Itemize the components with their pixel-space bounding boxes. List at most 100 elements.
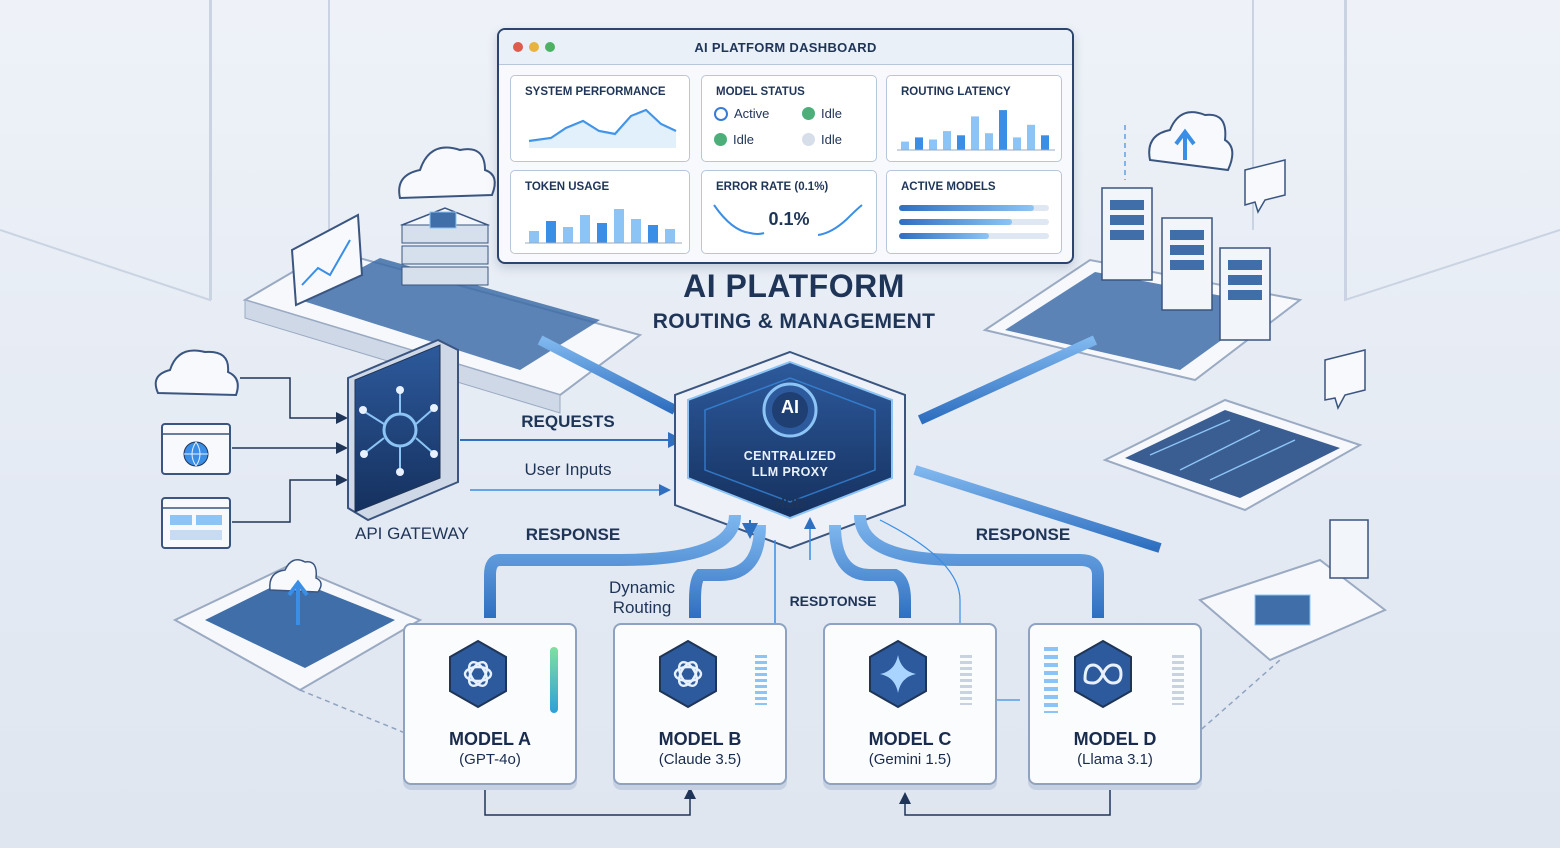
llm-proxy-hub xyxy=(674,350,906,550)
panel-title: ROUTING LATENCY xyxy=(901,86,1011,98)
minimize-dot[interactable] xyxy=(529,42,539,52)
window-controls xyxy=(513,42,555,52)
panel-title: ERROR RATE (0.1%) xyxy=(716,181,829,193)
dynamic-routing-label: Dynamic Routing xyxy=(608,578,676,617)
bar xyxy=(901,141,909,150)
maximize-dot[interactable] xyxy=(545,42,555,52)
routing-pipes xyxy=(484,514,1104,700)
bar xyxy=(943,131,951,150)
model-version: (Llama 3.1) xyxy=(1077,751,1153,768)
model-name: MODEL D xyxy=(1073,729,1157,749)
status-item: Active xyxy=(714,106,769,121)
input-arrow xyxy=(232,474,348,523)
model-card-c[interactable]: MODEL C (Gemini 1.5) xyxy=(823,623,997,785)
status-label: Active xyxy=(734,106,770,121)
level-track xyxy=(899,233,1049,239)
model-link-line xyxy=(484,787,696,816)
status-item: Idle xyxy=(802,132,842,147)
model-name: MODEL A xyxy=(448,729,531,749)
panel-active-models: ACTIVE MODELS xyxy=(886,170,1062,254)
latency-bar-chart xyxy=(897,110,1055,151)
pipe xyxy=(917,335,1098,425)
panel-title: ACTIVE MODELS xyxy=(901,181,996,193)
resptonse-label: RESDTONSE xyxy=(789,593,877,609)
status-level-bar xyxy=(550,647,558,713)
model-name: MODEL B xyxy=(658,729,742,749)
status-item: Idle xyxy=(714,132,754,147)
pipe xyxy=(537,335,678,415)
dashed-connector xyxy=(1194,659,1281,736)
user-inputs-label: User Inputs xyxy=(524,460,612,479)
panel-token-usage: TOKEN USAGE xyxy=(510,170,690,254)
bar xyxy=(971,116,979,150)
model-link-line xyxy=(899,790,1111,816)
room-wall-line xyxy=(1344,0,1560,302)
status-label: Idle xyxy=(821,106,842,121)
hub-ai-icon-text: AI xyxy=(781,397,799,417)
panel-title: SYSTEM PERFORMANCE xyxy=(525,86,666,98)
circuit-platform xyxy=(1102,398,1363,512)
model-name: MODEL C xyxy=(868,729,952,749)
meta-infinity-icon xyxy=(1074,639,1132,709)
model-card-a[interactable]: MODEL A (GPT-4o) xyxy=(403,623,577,785)
hub-label: LLM PROXY xyxy=(751,465,829,479)
api-gateway-block xyxy=(347,338,459,522)
server-rack-right xyxy=(1101,187,1271,341)
status-level-bar xyxy=(960,655,972,705)
api-gateway-label: API GATEWAY xyxy=(355,524,469,543)
status-level-bar xyxy=(1172,655,1184,705)
bar xyxy=(1027,124,1035,150)
dashboard-window: AI PLATFORM DASHBOARD SYSTEM PERFORMANCE… xyxy=(497,28,1074,264)
bar xyxy=(1041,135,1049,150)
status-level-bar xyxy=(755,655,767,705)
server-stack-left xyxy=(399,207,491,286)
bar xyxy=(665,229,675,243)
chart-panel-icon xyxy=(290,213,364,307)
performance-line-chart xyxy=(528,108,677,148)
close-dot[interactable] xyxy=(513,42,523,52)
model-card-d[interactable]: MODEL D (Llama 3.1) xyxy=(1028,623,1202,785)
input-arrow xyxy=(240,377,348,424)
status-dot-icon xyxy=(802,133,815,146)
dashed-connector xyxy=(299,689,411,736)
bar xyxy=(985,133,993,150)
status-level-bar xyxy=(1044,647,1058,713)
right-lower-platform xyxy=(1198,519,1387,662)
status-label: Idle xyxy=(733,132,754,147)
main-title: AI PLATFORM xyxy=(683,268,905,304)
panel-routing-latency: ROUTING LATENCY xyxy=(886,75,1062,162)
level-track xyxy=(899,219,1049,225)
bar xyxy=(546,221,556,243)
check-icon xyxy=(714,106,728,121)
bar xyxy=(648,225,658,243)
bar xyxy=(929,139,937,150)
bar xyxy=(631,219,641,243)
requests-pipe xyxy=(460,432,684,496)
bar xyxy=(580,215,590,243)
status-item: Idle xyxy=(802,106,842,121)
model-version: (Claude 3.5) xyxy=(658,751,742,768)
bar xyxy=(614,209,624,243)
status-label: Idle xyxy=(821,132,842,147)
openai-knot-icon xyxy=(449,639,507,709)
room-line xyxy=(328,0,330,230)
level-fill xyxy=(899,219,1012,225)
requests-label: REQUESTS xyxy=(521,412,615,431)
bar xyxy=(563,227,573,243)
status-dot-icon xyxy=(714,133,727,146)
gemini-sparkle-icon xyxy=(869,639,927,709)
model-card-b[interactable]: MODEL B (Claude 3.5) xyxy=(613,623,787,785)
cloud-icon xyxy=(398,146,496,200)
panel-model-status: MODEL STATUS Active Idle Idle Idle xyxy=(701,75,877,162)
level-track xyxy=(899,205,1049,211)
panel-title: MODEL STATUS xyxy=(716,86,805,98)
panel-system-performance: SYSTEM PERFORMANCE xyxy=(510,75,690,162)
status-dot-icon xyxy=(802,107,815,120)
room-wall-line xyxy=(0,0,211,302)
sub-title: ROUTING & MANAGEMENT xyxy=(652,310,936,333)
browser-globe-icon xyxy=(161,423,231,475)
cloud-upload-icon xyxy=(1148,111,1234,172)
token-bar-chart xyxy=(525,209,682,244)
model-version: (Gemini 1.5) xyxy=(868,751,952,768)
